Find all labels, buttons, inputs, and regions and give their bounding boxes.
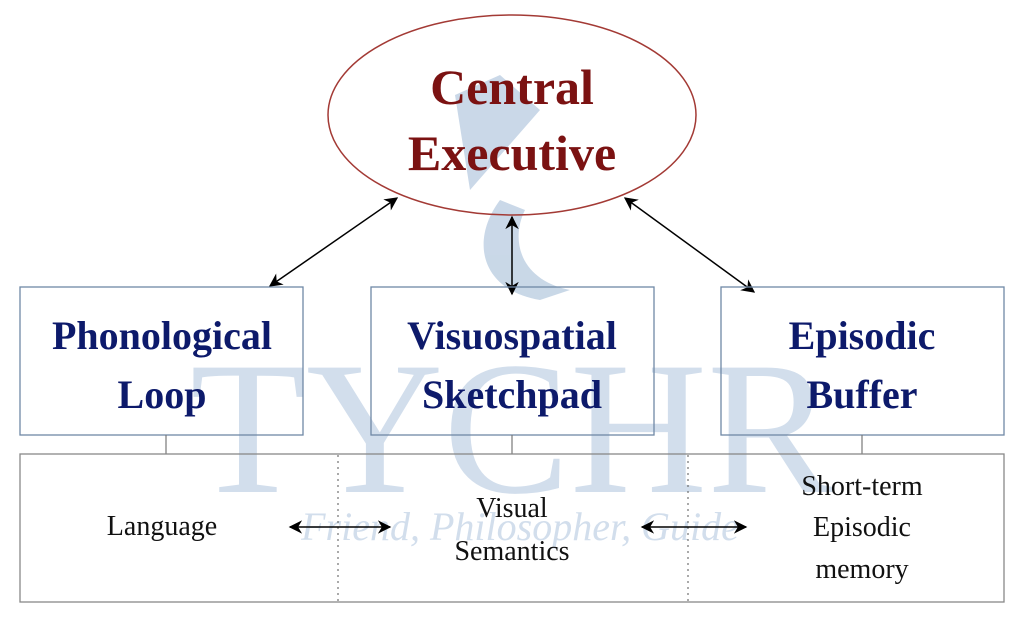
episodic-buffer-box: Episodic Buffer <box>720 286 1005 436</box>
phonological-line1: Phonological <box>52 313 272 358</box>
visual-line1: Visual <box>476 493 548 524</box>
connectors <box>165 435 863 454</box>
central-executive-line1: Central <box>430 59 594 115</box>
episodic-memory-line3: memory <box>815 554 908 585</box>
arrow-central-episodic <box>623 197 756 293</box>
episodic-memory-line2: Episodic <box>813 512 911 543</box>
phonological-line2: Loop <box>118 372 207 417</box>
visual-line2: Semantics <box>454 536 569 567</box>
language-label: Language <box>107 511 217 542</box>
phonological-loop-box: Phonological Loop <box>19 286 304 436</box>
episodic-memory-line1: Short-term <box>801 471 923 502</box>
episodic-line2: Buffer <box>806 372 917 417</box>
episodic-line1: Episodic <box>789 313 936 358</box>
arrow-central-phonological <box>268 197 399 287</box>
visuospatial-sketchpad-box: Visuospatial Sketchpad <box>370 286 655 436</box>
logo-mark-icon <box>455 75 570 300</box>
central-executive-line2: Executive <box>408 125 616 181</box>
watermark-brand: TYCHR <box>190 324 834 534</box>
visuospatial-line1: Visuospatial <box>407 313 617 358</box>
watermark: TYCHR Friend, Philosopher, Guide <box>190 75 834 549</box>
long-term-box: Language Visual Semantics Short-term Epi… <box>19 453 1005 603</box>
central-executive: Central Executive <box>327 14 697 216</box>
visuospatial-line2: Sketchpad <box>422 372 602 417</box>
